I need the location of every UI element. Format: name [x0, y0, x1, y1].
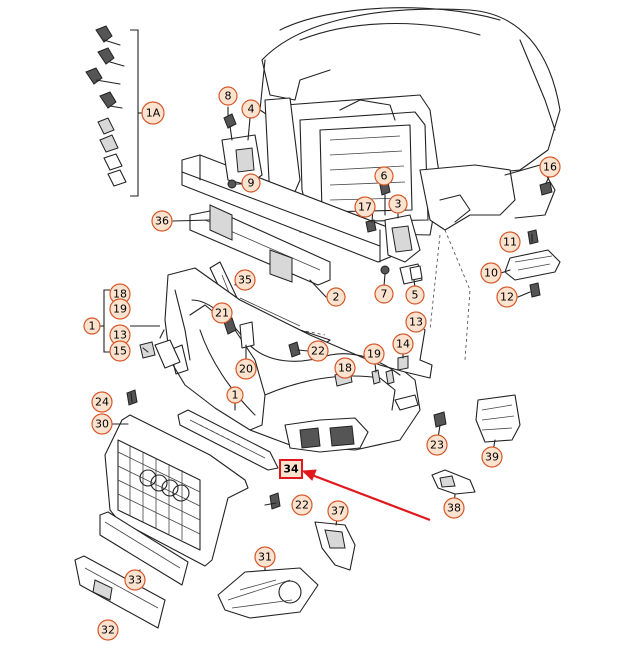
callout-22-lower[interactable]: 22 [291, 494, 313, 516]
svg-text:2: 2 [333, 291, 340, 304]
callout-5[interactable]: 5 [405, 285, 425, 305]
svg-text:12: 12 [500, 291, 514, 304]
lower-strip [177, 409, 279, 471]
callout-24[interactable]: 24 [91, 391, 113, 413]
svg-text:34: 34 [283, 463, 299, 476]
callout-18-upper[interactable]: 18 [109, 283, 131, 305]
air-deflector [475, 394, 521, 443]
callout-17[interactable]: 17 [354, 196, 376, 218]
callout-2[interactable]: 2 [326, 287, 346, 307]
callout-37[interactable]: 37 [327, 500, 349, 522]
callout-30[interactable]: 30 [91, 413, 113, 435]
svg-text:16: 16 [543, 161, 557, 174]
callout-4[interactable]: 4 [241, 99, 261, 119]
callout-35[interactable]: 35 [234, 269, 256, 291]
callout-19-right[interactable]: 19 [363, 343, 385, 365]
svg-text:1: 1 [232, 389, 239, 402]
bracket-37 [314, 521, 356, 571]
svg-text:22: 22 [311, 345, 325, 358]
callout-21[interactable]: 21 [211, 302, 233, 324]
svg-text:32: 32 [101, 624, 115, 637]
callout-8[interactable]: 8 [218, 86, 238, 106]
callout-10[interactable]: 10 [480, 262, 502, 284]
callout-9[interactable]: 9 [241, 173, 261, 193]
callout-14[interactable]: 14 [392, 333, 414, 355]
svg-text:31: 31 [258, 551, 272, 564]
svg-text:18: 18 [338, 362, 352, 375]
callout-33[interactable]: 33 [124, 569, 146, 591]
svg-text:7: 7 [381, 288, 388, 301]
svg-text:19: 19 [367, 348, 381, 361]
logo-rings [139, 469, 190, 502]
callout-1A[interactable]: 1A [141, 101, 165, 125]
svg-text:36: 36 [155, 215, 169, 228]
svg-text:8: 8 [225, 90, 232, 103]
callout-19-upper[interactable]: 19 [109, 298, 131, 320]
svg-text:21: 21 [215, 307, 229, 320]
svg-text:20: 20 [239, 363, 253, 376]
callout-11[interactable]: 11 [499, 231, 521, 253]
svg-text:4: 4 [248, 103, 255, 116]
svg-text:39: 39 [485, 451, 499, 464]
svg-text:30: 30 [95, 418, 109, 431]
callout-6[interactable]: 6 [374, 166, 394, 186]
svg-text:15: 15 [113, 345, 127, 358]
highlight-arrowhead [301, 469, 317, 481]
svg-text:38: 38 [447, 502, 461, 515]
callout-1-left[interactable]: 1 [83, 317, 101, 335]
vehicle-front-structure [259, 7, 561, 361]
svg-text:19: 19 [113, 303, 127, 316]
fastener-column [85, 25, 127, 187]
svg-text:24: 24 [95, 396, 109, 409]
small-fasteners [126, 113, 553, 510]
callout-16[interactable]: 16 [539, 156, 561, 178]
callout-38[interactable]: 38 [443, 497, 465, 519]
callout-39[interactable]: 39 [481, 446, 503, 468]
svg-text:37: 37 [331, 505, 345, 518]
svg-text:1A: 1A [146, 107, 161, 120]
callout-7[interactable]: 7 [374, 284, 394, 304]
svg-text:17: 17 [358, 201, 372, 214]
callout-36[interactable]: 36 [151, 210, 173, 232]
svg-text:18: 18 [113, 288, 127, 301]
svg-text:23: 23 [430, 439, 444, 452]
svg-text:1: 1 [89, 320, 96, 333]
callout-23[interactable]: 23 [426, 434, 448, 456]
highlight-arrow [303, 470, 431, 522]
svg-text:9: 9 [248, 177, 255, 190]
svg-text:14: 14 [396, 338, 410, 351]
fog-lamp-grille [217, 567, 319, 619]
callout-31[interactable]: 31 [254, 546, 276, 568]
callout-3[interactable]: 3 [388, 194, 408, 214]
highlight-callout-34[interactable]: 34 [279, 459, 303, 479]
svg-text:22: 22 [295, 499, 309, 512]
svg-text:13: 13 [409, 316, 423, 329]
svg-text:5: 5 [412, 289, 419, 302]
svg-text:13: 13 [113, 329, 127, 342]
group-brackets [97, 29, 160, 353]
svg-text:35: 35 [238, 274, 252, 287]
radiator-grille [104, 414, 249, 567]
callout-1-center[interactable]: 1 [226, 386, 244, 404]
callout-32[interactable]: 32 [97, 619, 119, 641]
svg-text:6: 6 [381, 170, 388, 183]
callout-18-right[interactable]: 18 [334, 357, 356, 379]
svg-text:33: 33 [128, 574, 142, 587]
svg-text:10: 10 [484, 267, 498, 280]
callout-12[interactable]: 12 [496, 286, 518, 308]
callout-15[interactable]: 15 [109, 340, 131, 362]
callout-13-left[interactable]: 13 [109, 324, 131, 346]
callout-13-right[interactable]: 13 [405, 311, 427, 333]
svg-text:11: 11 [503, 236, 517, 249]
callout-22-upper[interactable]: 22 [307, 340, 329, 362]
plate-holders [74, 511, 189, 629]
callout-20[interactable]: 20 [235, 358, 257, 380]
bracket-38 [431, 469, 476, 495]
svg-text:3: 3 [395, 198, 402, 211]
